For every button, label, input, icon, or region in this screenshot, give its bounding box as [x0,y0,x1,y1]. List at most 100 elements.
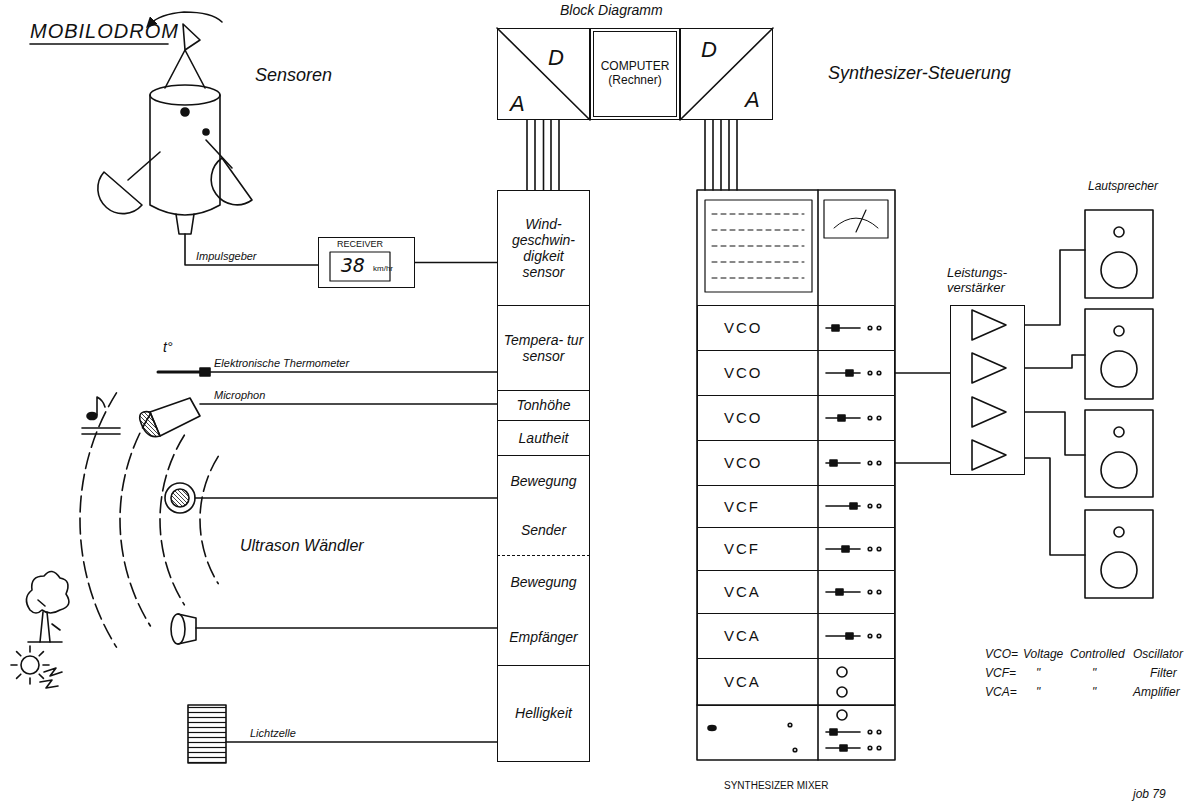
node-label: VCA [724,627,761,644]
data-bus [550,120,552,190]
ultrasonic-transmitter [195,497,497,499]
sound-waves [200,456,218,583]
note-symbol [87,413,97,420]
node-label: RECEIVER [337,239,383,249]
node-label: VCO [724,364,763,381]
amplifier-triangles [972,397,1006,427]
synthesizer-controls [826,635,860,637]
light-cell [226,741,497,743]
synth-module: VCO [697,305,895,351]
ditto-mark: " [1036,686,1040,699]
synthesizer-controls [712,262,804,263]
speaker-wires [1025,250,1085,555]
light-cell [188,705,497,763]
sun-illustration [43,664,49,666]
computer-box: COMPUTER (Rechner) [590,28,680,120]
synthesizer-controls [830,729,837,735]
wire-label: Elektronische Thermometer [214,357,349,369]
data-bus [526,120,528,190]
anemometer-illustration [150,95,220,215]
node-label: VCO [724,319,763,336]
synthesizer-controls [877,461,881,465]
sun-illustration [21,656,39,674]
node-label: Bewegung [507,574,579,590]
synthesizer-controls [712,230,804,231]
synthesizer-controls [708,214,881,752]
anemometer-illustration [211,158,252,205]
anemometer-illustration [203,129,209,135]
synthesizer-controls [837,667,847,677]
connector-wire [415,262,497,264]
synth-module: VCA [697,570,895,614]
node-label: VCA [724,583,761,600]
loudspeaker-illustration [1085,210,1153,598]
synthesizer-controls [868,590,872,594]
loudspeaker-illustration [1114,326,1124,336]
synthesizer-controls [868,461,872,465]
microphone-illustration [140,398,497,437]
anemometer-illustration [128,152,160,180]
synthesizer-controls [877,746,881,750]
loudspeaker-illustration [1085,210,1153,298]
ultrasonic-transmitter [165,483,195,513]
sound-waves [80,393,116,647]
node-label: D [548,45,564,70]
synthesizer-housing [697,190,895,760]
node-label: Bewegung [507,473,579,489]
synthesizer-controls [837,710,847,720]
sun-illustration [17,674,21,678]
note-symbol [82,397,120,434]
tree-illustration [26,571,68,642]
da-converter: DA [680,28,773,120]
ultrasonic-transmitter [165,483,497,513]
loudspeaker-illustration [1101,351,1137,387]
loudspeaker-illustration [1114,427,1124,437]
sensor-cell: Lautheit [497,420,590,456]
sun-illustration [17,652,21,656]
legend-text: Oscillator [1133,648,1183,661]
synthesizer-housing [697,190,895,760]
anemometer-illustration [98,172,142,214]
diagram-heading: Block Diagramm [560,3,663,18]
synthesizer-controls [850,503,857,509]
synthesizer-controls [877,371,881,375]
title-underline [30,43,168,45]
anemometer-illustration [183,24,200,50]
synthesizer-controls [868,547,872,551]
synthesizer-controls [712,278,804,279]
loudspeaker-illustration [1101,552,1137,588]
synthesizer-controls [826,327,860,329]
connector-wire [895,462,950,464]
synthesizer-controls [712,246,804,247]
pulse-wire [185,234,318,265]
synthesizer-controls [837,687,847,697]
node-heading: Leistungs- verstärker [947,266,1043,296]
synthesizer-controls [877,416,881,420]
node-label: Tempera- tur sensor [498,332,589,364]
synthesizer-controls [868,504,872,508]
synthesizer-controls [840,745,847,751]
note-symbol [82,433,120,435]
wire-label: Lichtzelle [250,727,296,739]
node-label: Empfänger [506,629,580,645]
legend-text: Amplifier [1133,686,1180,699]
microphone-illustration [200,403,497,405]
sensor-cell: Tempera- tur sensor [497,305,590,391]
node-label: 38 [341,255,365,275]
synthesizer-housing [817,190,819,760]
sun-illustration [44,668,62,676]
node-label: A [510,91,525,116]
amplifier-triangles [972,440,1006,470]
data-bus [534,120,536,190]
synthesizer-controls [877,634,881,638]
legend-term: VCA= [985,686,1017,699]
sensor-cell: Wind- geschwin- digkeit sensor [497,190,590,306]
sun-illustration [39,674,43,678]
sensor-cell: Helligkeit [497,665,590,762]
anemometer-illustration [176,214,194,234]
ultrasonic-receiver [196,627,497,629]
amplifier-triangles [972,310,1006,340]
section-heading: Synthesizer-Steuerung [828,64,1011,84]
illustration [11,12,1153,763]
light-cell [188,705,226,763]
